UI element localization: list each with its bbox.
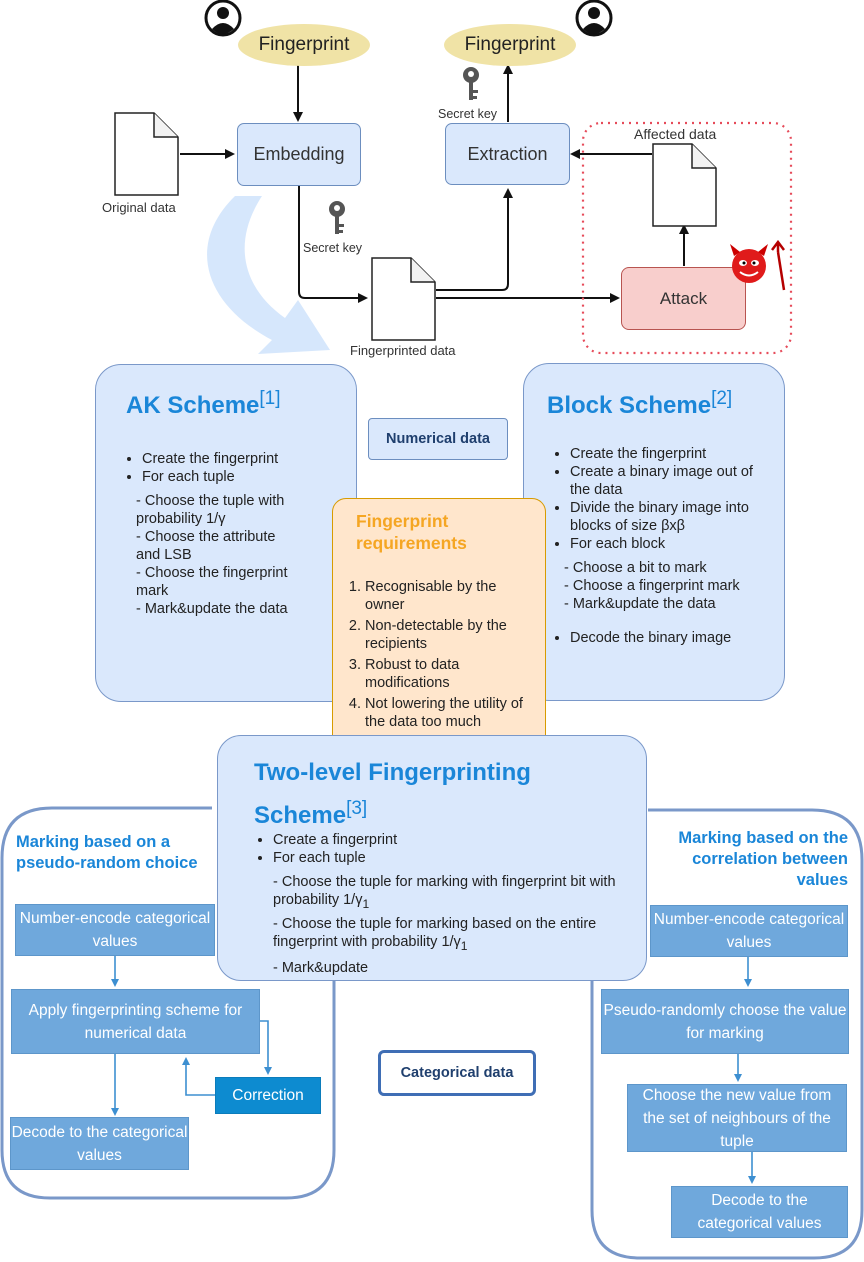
block-scheme-title: Block Scheme[2] bbox=[547, 388, 732, 420]
embedding-box: Embedding bbox=[237, 123, 361, 186]
block-scheme-content: Create the fingerprint Create a binary i… bbox=[552, 445, 774, 647]
two-level-bullet: For each tuple bbox=[273, 849, 635, 867]
affected-data-document-icon bbox=[652, 143, 717, 227]
two-level-step3: - Mark&update bbox=[273, 959, 369, 976]
affected-data-label: Affected data bbox=[634, 126, 717, 142]
right-step-choose-neighbour: Choose the new value from the set of nei… bbox=[627, 1084, 847, 1152]
requirement-item: Non-detectable by the recipients bbox=[365, 617, 539, 653]
right-branch-title: Marking based on the correlation between… bbox=[678, 829, 848, 889]
key-icon bbox=[329, 201, 345, 234]
user-icon bbox=[204, 0, 242, 37]
fingerprint-input: Fingerprint bbox=[238, 24, 370, 66]
key-icon bbox=[463, 67, 479, 100]
requirements-title: Fingerprint requirements bbox=[356, 511, 467, 553]
extraction-box: Extraction bbox=[445, 123, 570, 185]
two-level-step2-text: - Choose the tuple for marking based on … bbox=[273, 915, 597, 950]
arrow-l2-correction bbox=[260, 1020, 272, 1075]
block-step: - Mark&update the data bbox=[564, 596, 716, 612]
two-level-ref: [3] bbox=[346, 798, 368, 819]
arrow-correction-l2 bbox=[182, 1057, 215, 1096]
block-bullet: Divide the binary image into blocks of s… bbox=[570, 499, 774, 535]
embedding-swoosh-arrow bbox=[207, 196, 330, 354]
two-level-bullet: Create a fingerprint bbox=[273, 831, 635, 849]
left-step-correction: Correction bbox=[215, 1077, 321, 1114]
ak-step: - Choose the fingerprint mark bbox=[136, 565, 288, 599]
arrow-embedding-fingerprinted bbox=[298, 186, 368, 303]
requirements-list: Recognisable by the owner Non-detectable… bbox=[347, 578, 539, 731]
block-scheme-title-text: Block Scheme bbox=[547, 392, 712, 419]
ak-bullet: Create the fingerprint bbox=[142, 450, 344, 468]
right-step-number-encode: Number-encode categorical values bbox=[650, 905, 848, 957]
left-step-decode: Decode to the categorical values bbox=[10, 1117, 189, 1170]
ak-bullet: For each tuple bbox=[142, 468, 344, 486]
left-branch-title: Marking based on a pseudo-random choice bbox=[16, 833, 198, 872]
left-step-number-encode: Number-encode categorical values bbox=[15, 904, 215, 956]
ak-step: - Choose the tuple with probability 1/γ bbox=[136, 493, 285, 527]
original-data-document-icon bbox=[114, 112, 179, 196]
two-level-title: Two-level Fingerprinting Scheme[3] bbox=[254, 755, 604, 834]
two-level-step2: - Choose the tuple for marking based on … bbox=[255, 915, 633, 955]
numerical-data-label: Numerical data bbox=[368, 418, 508, 460]
user-icon bbox=[575, 0, 613, 37]
requirement-item: Recognisable by the owner bbox=[365, 578, 539, 614]
block-scheme-panel bbox=[523, 363, 785, 701]
block-step: - Choose a bit to mark bbox=[564, 560, 707, 576]
ak-step: - Choose the attribute and LSB bbox=[136, 529, 276, 563]
two-level-step1-sub: 1 bbox=[362, 896, 370, 911]
attack-region bbox=[581, 121, 793, 355]
ak-scheme-title-text: AK Scheme bbox=[126, 392, 260, 419]
two-level-step1: - Choose the tuple for marking with fing… bbox=[255, 873, 633, 913]
secret-key-label-extract: Secret key bbox=[438, 107, 498, 121]
fingerprinted-data-document-icon bbox=[371, 257, 436, 341]
two-level-title-text: Two-level Fingerprinting Scheme bbox=[254, 759, 531, 829]
ak-scheme-panel bbox=[95, 364, 357, 702]
block-bullet: Create a binary image out of the data bbox=[570, 463, 774, 499]
ak-scheme-ref: [1] bbox=[259, 388, 281, 409]
block-step: - Choose a fingerprint mark bbox=[564, 578, 740, 594]
two-level-step1-text: - Choose the tuple for marking with fing… bbox=[273, 874, 616, 908]
two-level-step2-sub: 1 bbox=[460, 938, 468, 953]
block-bullet: For each block bbox=[570, 535, 774, 553]
categorical-data-label: Categorical data bbox=[378, 1050, 536, 1096]
ak-scheme-title: AK Scheme[1] bbox=[126, 388, 281, 420]
two-level-panel bbox=[217, 735, 647, 981]
left-step-apply-scheme: Apply fingerprinting scheme for numerica… bbox=[11, 989, 260, 1054]
block-steps: - Choose a bit to mark - Choose a finger… bbox=[552, 559, 774, 613]
block-final-bullet: Decode the binary image bbox=[570, 629, 774, 647]
fingerprinted-data-label: Fingerprinted data bbox=[350, 343, 456, 358]
secret-key-label-embed: Secret key bbox=[303, 241, 363, 255]
ak-scheme-content: Create the fingerprint For each tuple - … bbox=[124, 450, 344, 618]
requirements-panel bbox=[332, 498, 546, 756]
ak-steps: - Choose the tuple with probability 1/γ … bbox=[124, 492, 316, 618]
block-scheme-ref: [2] bbox=[711, 388, 733, 409]
right-step-decode: Decode to the categorical values bbox=[671, 1186, 848, 1238]
left-branch-outline bbox=[0, 806, 336, 1200]
devil-icon bbox=[730, 240, 786, 291]
two-level-content: Create a fingerprint For each tuple - Ch… bbox=[255, 831, 635, 977]
right-branch-outline bbox=[590, 808, 864, 1260]
arrow-fingerprinted-extraction bbox=[436, 188, 513, 291]
requirement-item: Not lowering the utility of the data too… bbox=[365, 695, 539, 731]
attack-box: Attack bbox=[621, 267, 746, 330]
block-bullet: Create the fingerprint bbox=[570, 445, 774, 463]
ak-step: - Mark&update the data bbox=[136, 601, 288, 617]
right-step-pseudo-random: Pseudo-randomly choose the value for mar… bbox=[601, 989, 849, 1054]
fingerprint-output: Fingerprint bbox=[444, 24, 576, 66]
requirement-item: Robust to data modifications bbox=[365, 656, 539, 692]
original-data-label: Original data bbox=[102, 200, 176, 215]
